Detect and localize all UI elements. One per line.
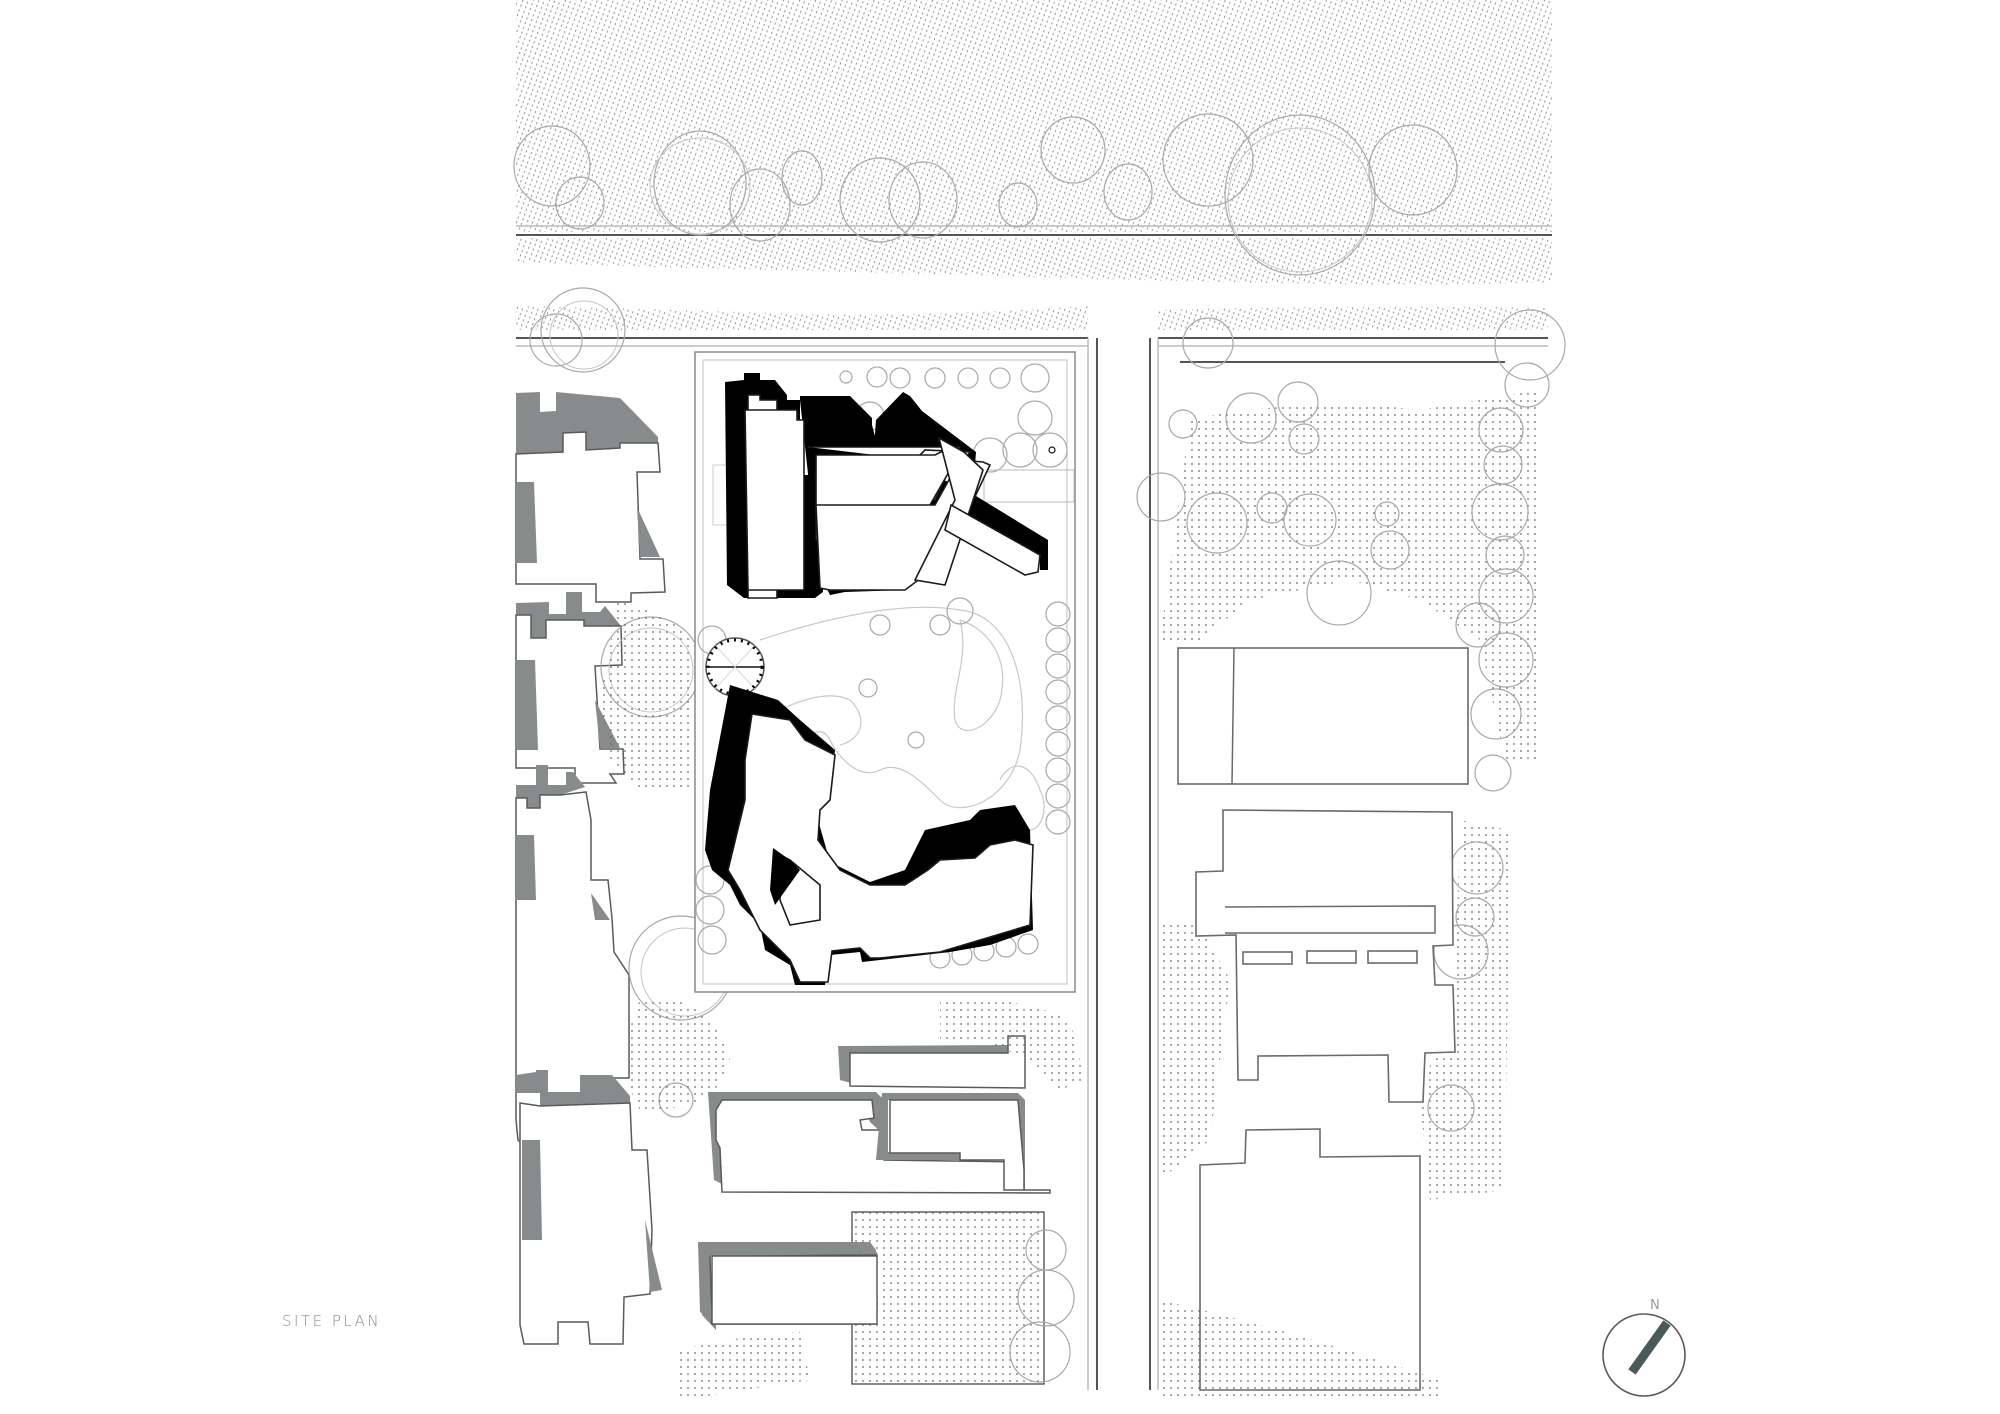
north-arrow <box>1602 1313 1686 1397</box>
east-building-1 <box>1177 647 1469 785</box>
green-area-east <box>1160 390 1540 760</box>
green-area-west <box>600 600 712 790</box>
south-neighbor-buildings <box>698 1035 1075 1385</box>
west-neighbor-buildings <box>515 392 666 1345</box>
green-area-southwest <box>680 1332 810 1400</box>
drawing-title: SITE PLAN <box>282 1312 382 1330</box>
green-area-southeast <box>1160 1300 1440 1400</box>
east-buildings <box>1177 647 1469 1391</box>
trees-east <box>1136 309 1566 1132</box>
roads <box>516 337 1548 1390</box>
tree-row-north <box>513 113 1458 276</box>
green-strip-east <box>1158 306 1548 330</box>
green-area-east-3 <box>1160 920 1230 1180</box>
park-north <box>513 0 1552 285</box>
green-area-south <box>940 998 1085 1090</box>
courtyard-green <box>851 1211 1045 1385</box>
project-building-south <box>705 685 1034 985</box>
project-building-north <box>725 373 1048 599</box>
green-area-east-2 <box>1420 820 1510 1200</box>
green-strip-west <box>516 306 1088 330</box>
green-area-west-2 <box>626 998 730 1110</box>
north-label: N <box>1650 1298 1660 1313</box>
